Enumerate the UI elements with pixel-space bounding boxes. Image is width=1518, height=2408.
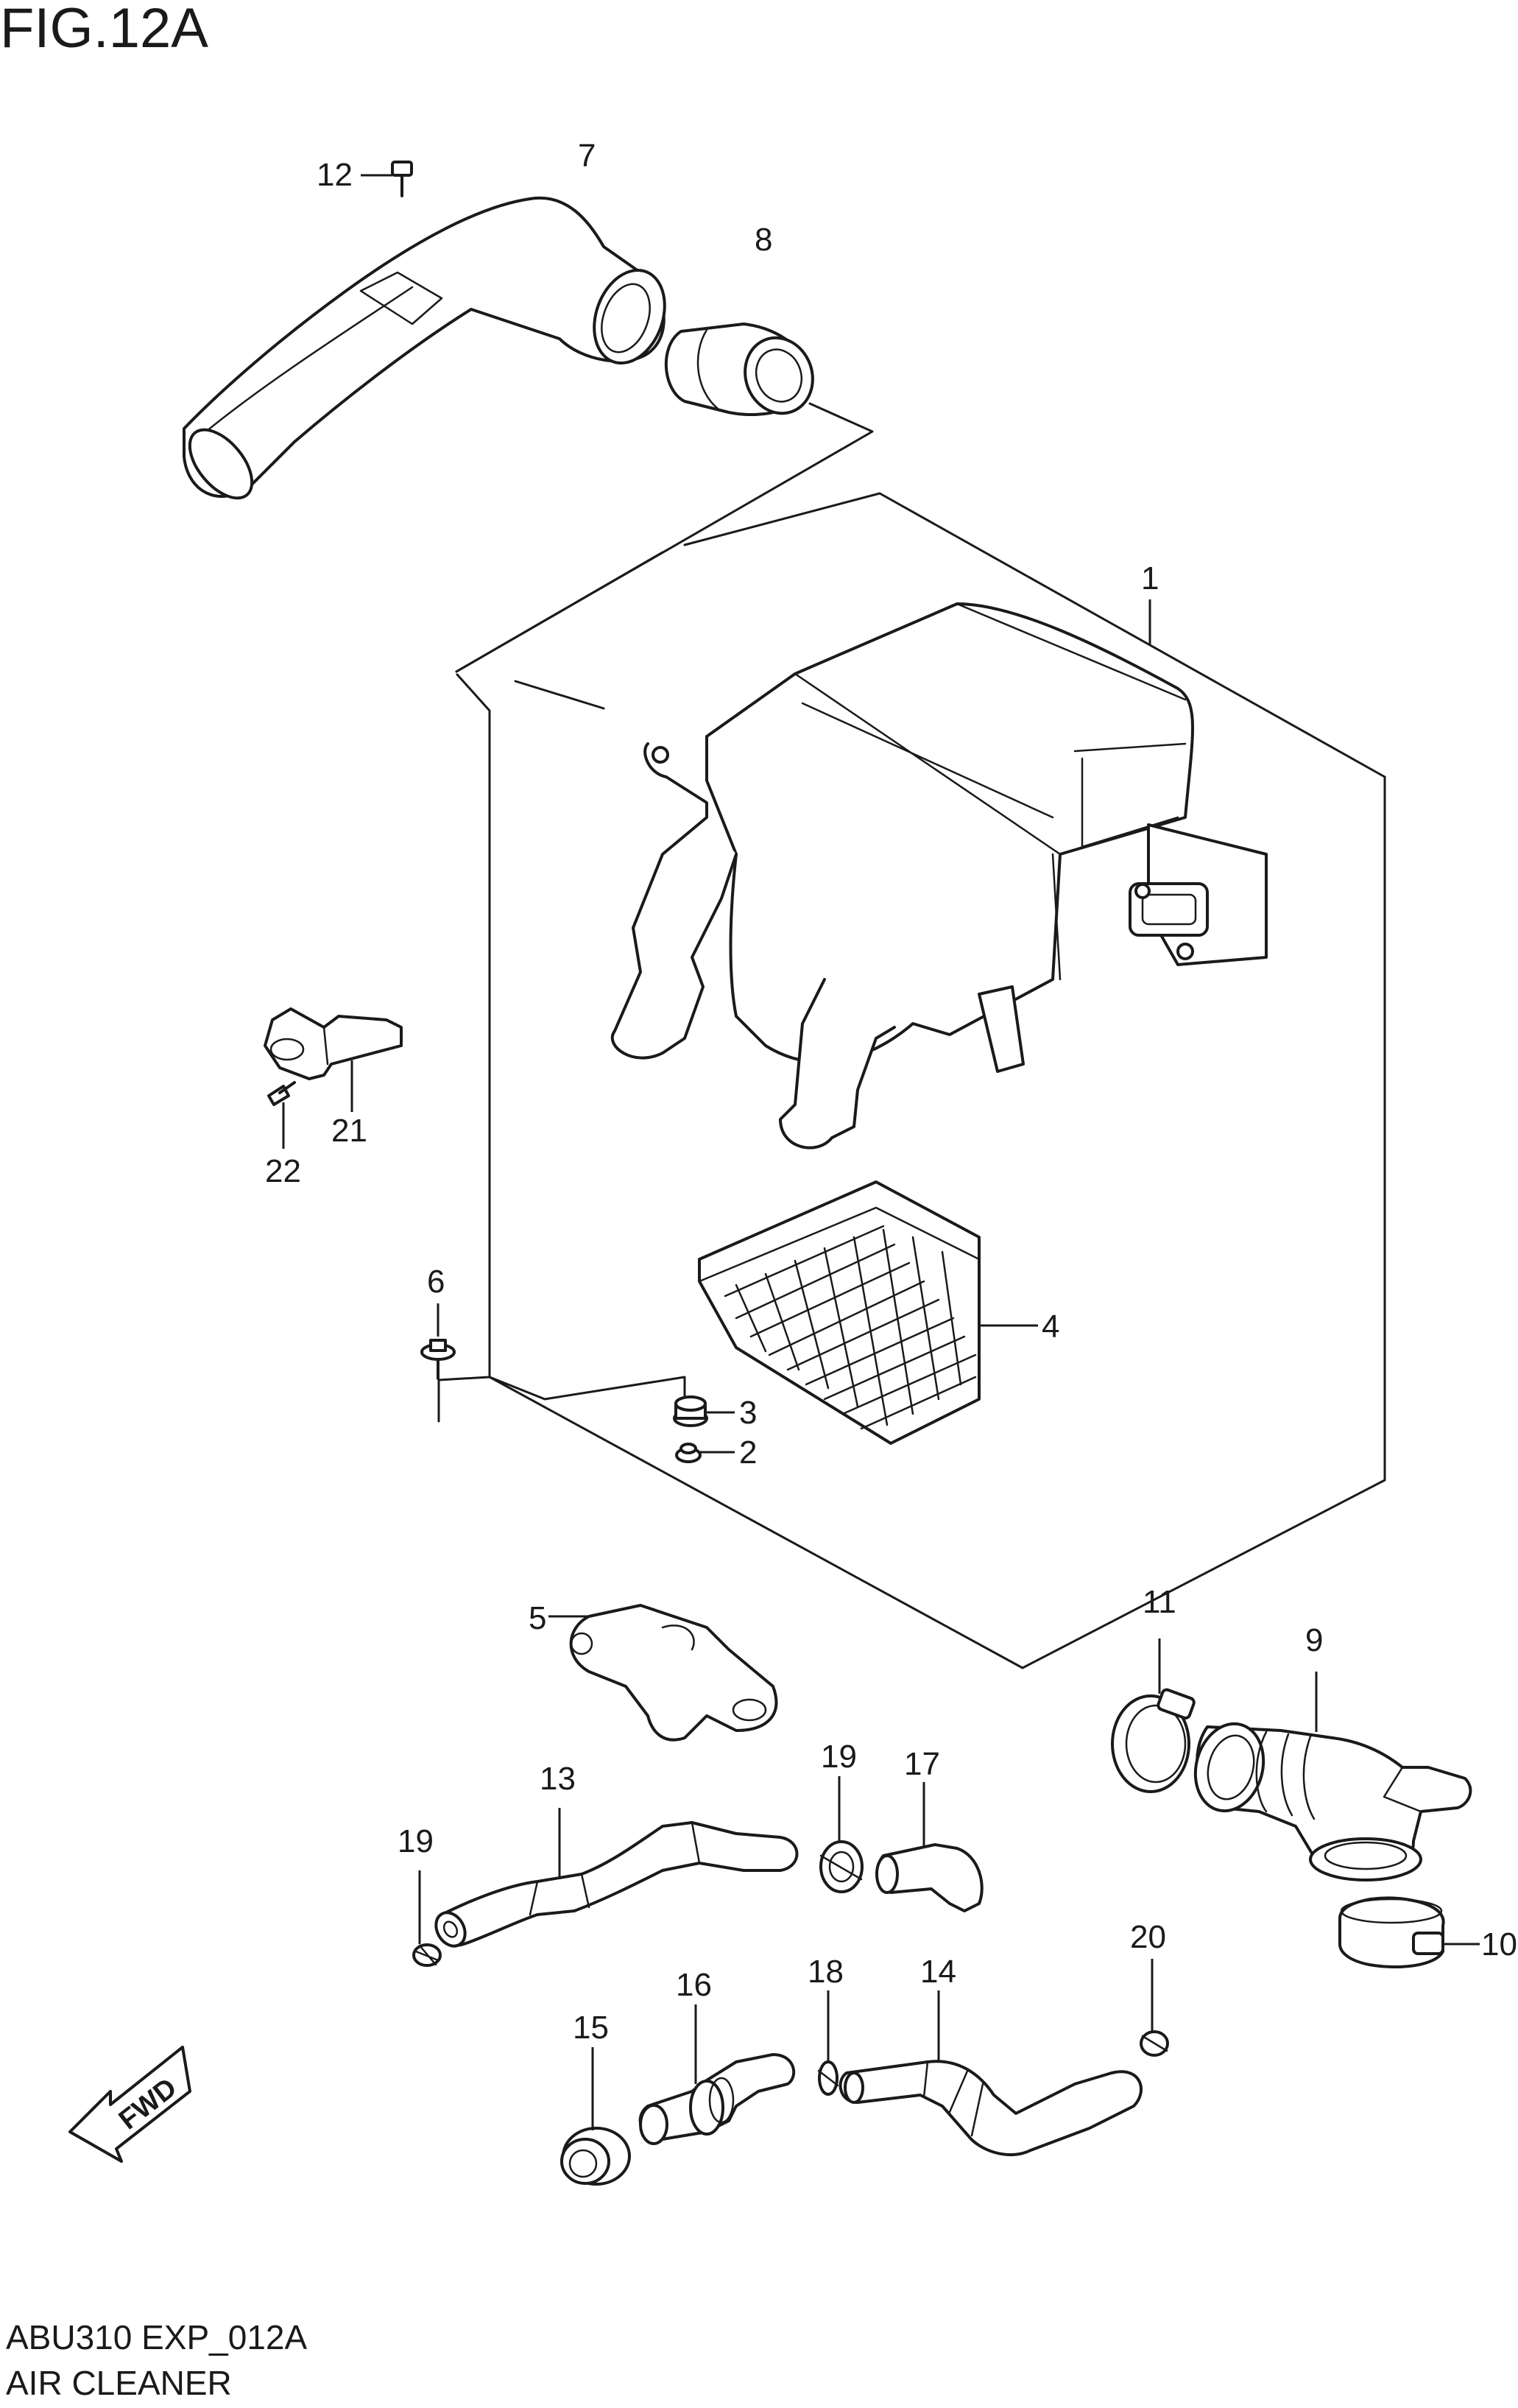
- callout-10: 10: [1481, 1926, 1517, 1962]
- figure-name: AIR CLEANER: [6, 2364, 232, 2402]
- part-8-coupling: [665, 323, 814, 416]
- callout-18: 18: [808, 1954, 844, 1990]
- part-15-grommet: [560, 2047, 631, 2186]
- part-7-intake-duct: [183, 196, 666, 500]
- callout-14: 14: [920, 1954, 956, 1990]
- part-18-clip: [817, 1990, 839, 2096]
- callout-19-right: 19: [821, 1739, 857, 1775]
- callout-5: 5: [529, 1600, 546, 1636]
- part-22-screw: [267, 1081, 296, 1149]
- callout-labels: 12 7 8 1 21 22 6 4 3 2 5 11 9 13 19 17 1…: [265, 138, 1517, 2046]
- callout-12: 12: [317, 157, 353, 193]
- callout-17: 17: [904, 1746, 940, 1782]
- figure-code: ABU310 EXP_012A: [6, 2318, 307, 2356]
- callout-22: 22: [265, 1153, 301, 1189]
- callout-3: 3: [739, 1395, 757, 1431]
- part-5-bracket: [548, 1604, 778, 1742]
- part-11-clamp: [1111, 1638, 1196, 1793]
- callout-21: 21: [331, 1113, 367, 1149]
- part-13-hose: [434, 1808, 799, 1948]
- callout-8: 8: [755, 222, 772, 258]
- part-19-clip-right: [819, 1776, 864, 1893]
- part-4-filter-element: [698, 1180, 1038, 1445]
- callout-11: 11: [1143, 1584, 1176, 1620]
- part-12-bolt: [361, 161, 413, 197]
- callout-20: 20: [1130, 1919, 1166, 1955]
- callout-16: 16: [676, 1967, 712, 2003]
- callout-7: 7: [578, 138, 596, 174]
- part-9-intake-hose: [1193, 1672, 1472, 1881]
- assembly-frame: [437, 402, 1386, 1669]
- callout-9: 9: [1305, 1622, 1323, 1658]
- callout-1: 1: [1141, 560, 1159, 596]
- callout-13: 13: [540, 1761, 576, 1797]
- part-1-air-cleaner-case: [610, 599, 1268, 1150]
- part-17-connector: [875, 1782, 984, 1912]
- part-20-clip: [1140, 1959, 1169, 2057]
- figure-title: FIG.12A: [0, 0, 208, 60]
- part-3-grommet: [673, 1395, 735, 1427]
- callout-15: 15: [573, 2010, 609, 2046]
- part-2-collar: [675, 1443, 735, 1463]
- fwd-arrow: FWD: [68, 2046, 191, 2163]
- callout-19-left: 19: [398, 1823, 434, 1859]
- callout-6: 6: [427, 1264, 445, 1300]
- part-21-sensor: [264, 1007, 403, 1112]
- part-16-joint: [638, 2004, 796, 2145]
- part-6-bolt: [420, 1303, 456, 1380]
- part-10-clamp: [1338, 1896, 1480, 1968]
- callout-2: 2: [739, 1434, 757, 1471]
- part-19-clip-left: [412, 1870, 442, 1967]
- callout-4: 4: [1042, 1309, 1059, 1345]
- part-14-hose: [839, 1990, 1143, 2157]
